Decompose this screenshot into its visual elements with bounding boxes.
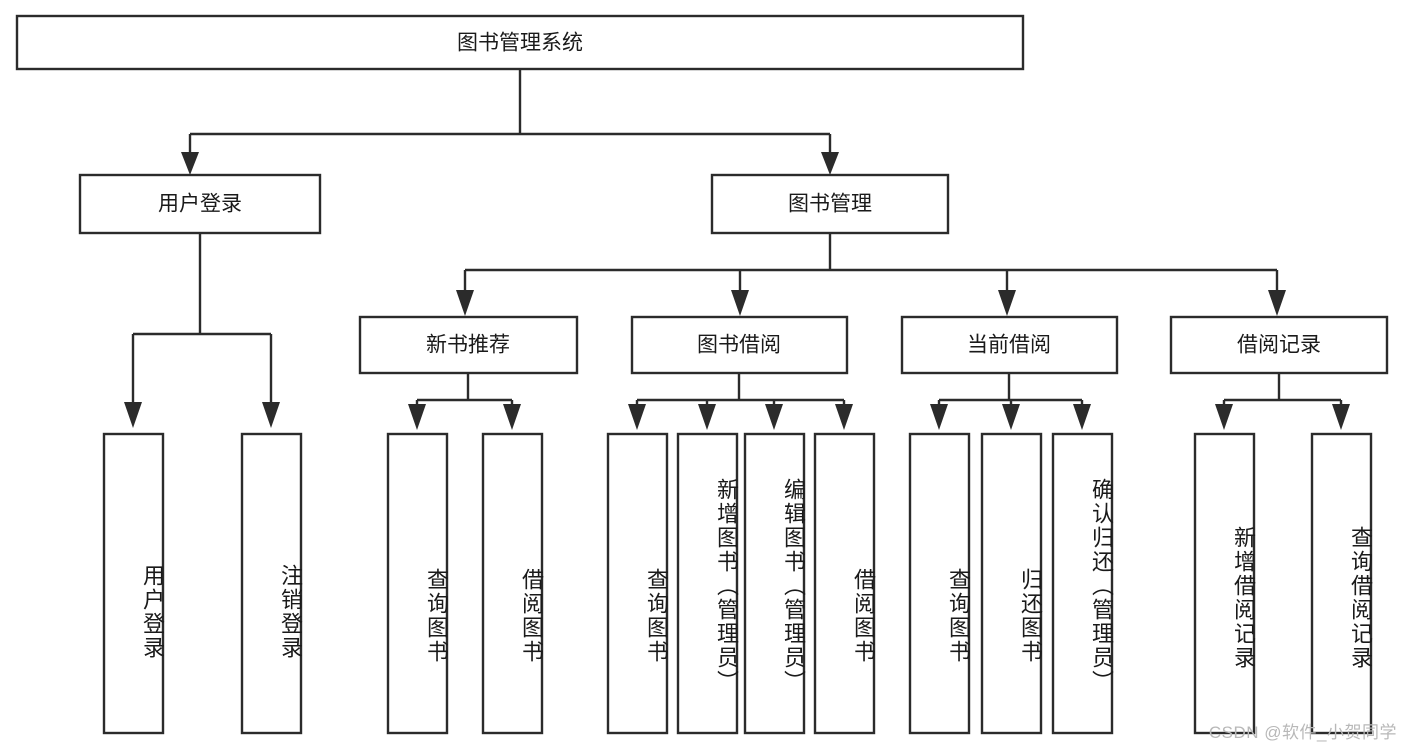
csdn-watermark: CSDN @软件_小贺同学 [1208,723,1397,742]
arrowhead-leaf-add-record [1215,404,1233,430]
node-leaf-query-book-3[interactable] [908,432,971,735]
node-leaf-confirm-return[interactable] [1051,432,1114,735]
node-leaf-borrow-book-1[interactable] [481,432,544,735]
arrowhead-leaf-edit-book [765,404,783,430]
arrowhead-leaf-query-book-2 [628,404,646,430]
arrowhead-leaf-borrow-book-1 [503,404,521,430]
arrowhead-borrow-record [1268,290,1286,316]
node-leaf-return-book[interactable] [980,432,1043,735]
node-leaf-query-record[interactable] [1310,432,1373,735]
node-user-login-label: 用户登录 [158,193,242,216]
arrowhead-leaf-query-book-1 [408,404,426,430]
arrowhead-current-borrow [998,290,1016,316]
arrowhead-leaf-query-book-3 [930,404,948,430]
node-leaf-query-book-2[interactable] [606,432,669,735]
node-current-borrow-label: 当前借阅 [967,334,1051,357]
node-leaf-user-login[interactable] [102,432,165,735]
node-book-manage-label: 图书管理 [788,193,872,216]
arrowhead-root-to-book-manage [821,152,839,175]
node-box-group: 图书管理系统 用户登录 图书管理 新书推荐 图书借阅 当前借阅 借阅记录 [15,14,1389,735]
node-leaf-edit-book[interactable] [743,432,806,735]
node-leaf-add-book[interactable] [676,432,739,735]
arrowhead-new-book-rec [456,290,474,316]
node-leaf-query-book-1[interactable] [386,432,449,735]
arrowhead-leaf-query-record [1332,404,1350,430]
node-borrow-record[interactable] [1169,315,1389,375]
node-book-borrow[interactable] [630,315,849,375]
node-root-label: 图书管理系统 [457,32,583,55]
node-borrow-record-label: 借阅记录 [1237,334,1321,357]
node-user-login[interactable] [78,173,322,235]
node-book-borrow-label: 图书借阅 [697,334,781,357]
node-leaf-logout[interactable] [240,432,303,735]
arrowhead-book-borrow [731,290,749,316]
arrowhead-root-to-user-login [181,152,199,175]
node-new-book-rec-label: 新书推荐 [426,334,510,357]
node-leaf-borrow-book-2[interactable] [813,432,876,735]
connector-group [124,69,1350,430]
arrowhead-leaf-borrow-book-2 [835,404,853,430]
node-leaf-add-record[interactable] [1193,432,1256,735]
arrowhead-leaf-return-book [1002,404,1020,430]
arrowhead-leaf-confirm-return [1073,404,1091,430]
arrowhead-leaf-logout [262,402,280,428]
arrowhead-leaf-user-login [124,402,142,428]
node-new-book-rec[interactable] [358,315,579,375]
arrowhead-leaf-add-book [698,404,716,430]
node-root[interactable] [15,14,1025,71]
node-current-borrow[interactable] [900,315,1119,375]
node-book-manage[interactable] [710,173,950,235]
